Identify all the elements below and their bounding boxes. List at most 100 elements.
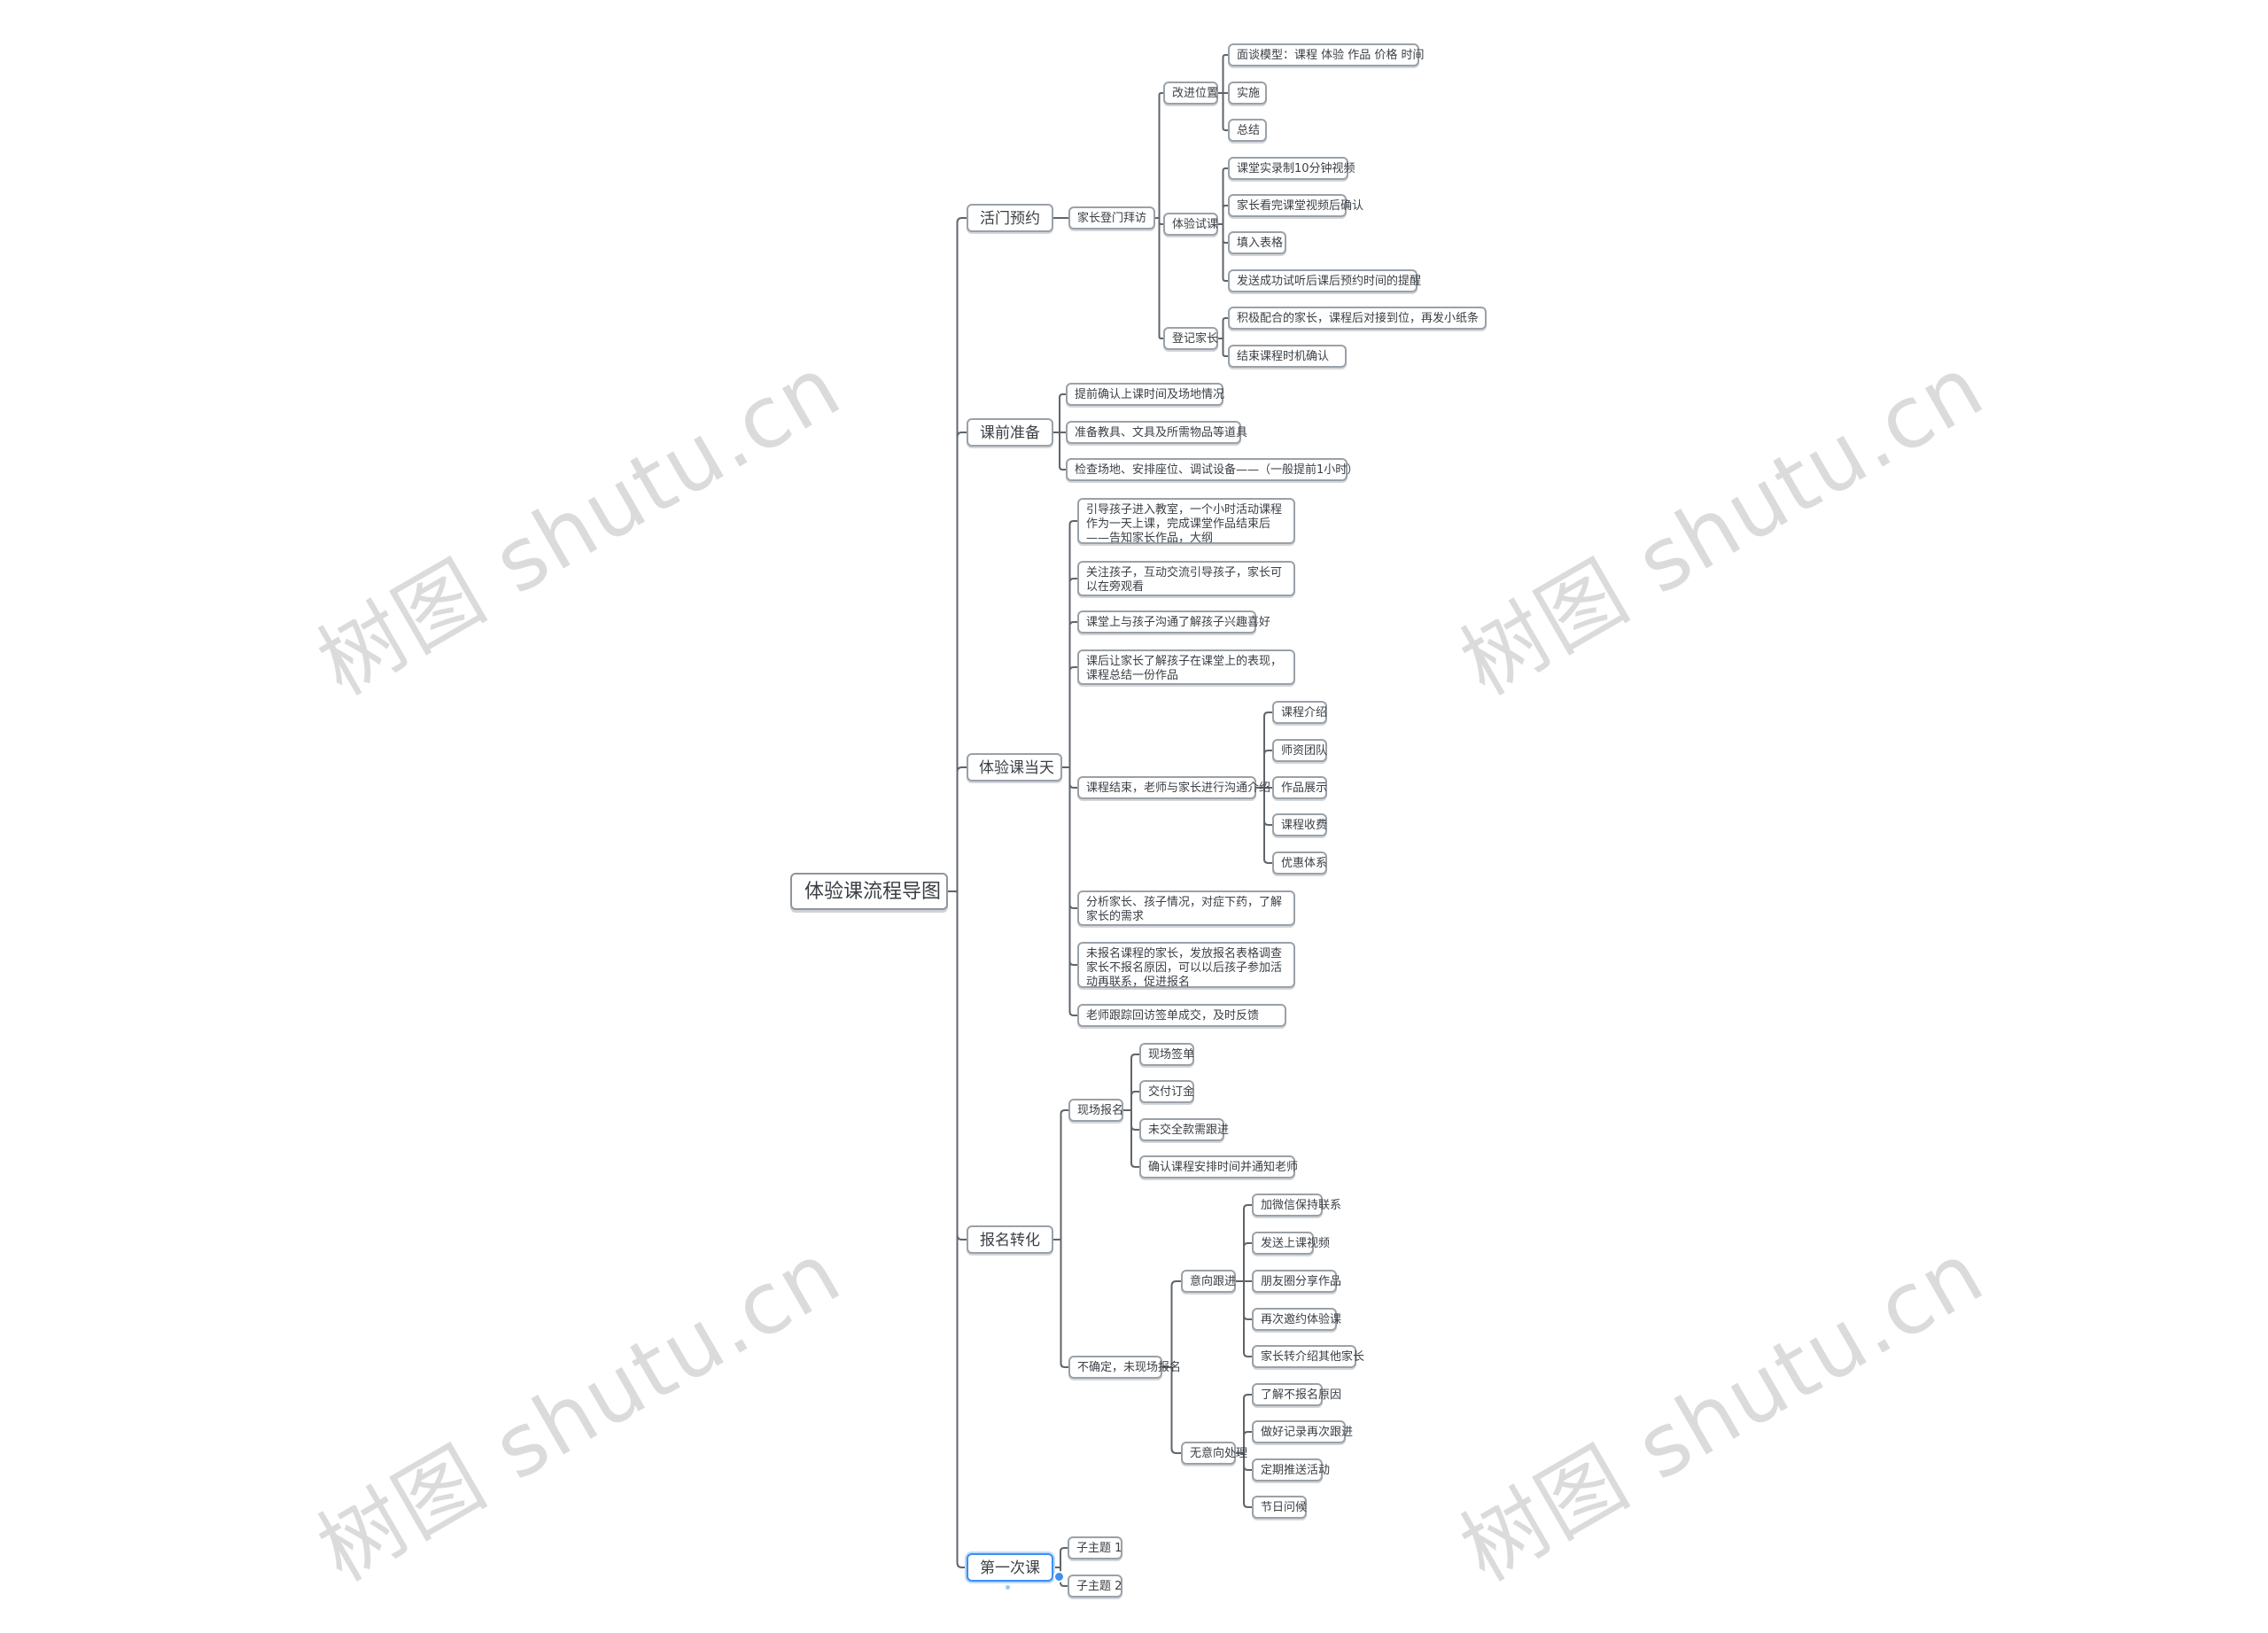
connector-line [1155,217,1163,225]
leaf-topic[interactable]: 朋友圈分享作品 [1252,1270,1341,1293]
root-topic[interactable]: 体验课流程导图 [790,873,948,910]
connector-line [1236,1280,1252,1320]
connector-line [1218,223,1228,244]
connector-line [1062,766,1077,789]
leaf-topic[interactable]: 优惠体系 [1272,851,1327,875]
subtopic[interactable]: 体验试课 [1163,213,1218,236]
connector-line [1236,1452,1252,1508]
watermark-text: 树图 shutu.cn [1445,336,2000,715]
watermark-text: 树图 shutu.cn [302,1222,858,1601]
connector-line [1062,766,1077,909]
leaf-topic[interactable]: 分析家长、孩子情况，对症下药，了解家长的需求 [1077,890,1295,926]
leaf-topic[interactable]: 实施 [1228,82,1267,105]
leaf-topic[interactable]: 师资团队 [1272,739,1327,762]
leaf-topic[interactable]: 未交全款需跟进 [1139,1118,1229,1141]
connector-line [1062,766,1077,966]
branch-topic[interactable]: 课前准备 [967,418,1053,447]
leaf-topic[interactable]: 课堂实录制10分钟视频 [1228,157,1355,180]
connector-line [1256,787,1272,864]
subtopic[interactable]: 现场报名 [1068,1099,1123,1122]
subtopic[interactable]: 意向跟进 [1181,1270,1236,1293]
subtopic[interactable]: 无意向处理 [1181,1442,1247,1465]
connector-line [1053,432,1066,470]
connector-line [1162,1280,1181,1368]
leaf-topic[interactable]: 节日问候 [1252,1496,1307,1519]
leaf-topic[interactable]: 现场签单 [1139,1043,1194,1066]
leaf-topic[interactable]: 老师跟踪回访签单成交，及时反馈 [1077,1004,1286,1027]
leaf-topic[interactable]: 积极配合的家长，课程后对接到位，再发小纸条 [1228,307,1487,330]
leaf-topic[interactable]: 子主题 1 [1068,1536,1122,1559]
connector-line [1053,1547,1068,1568]
leaf-topic[interactable]: 检查场地、安排座位、调试设备——（一般提前1小时） [1066,458,1358,481]
connector-line [1236,1204,1252,1282]
leaf-topic[interactable]: 作品展示 [1272,776,1327,799]
branch-topic[interactable]: 体验课当天 [967,753,1062,782]
connector-line [948,217,967,892]
watermark-text: 树图 shutu.cn [302,336,858,715]
connector-line [1218,223,1228,282]
connector-line [1218,167,1228,225]
connector-line [1062,520,1077,768]
leaf-topic[interactable]: 课堂上与孩子沟通了解孩子兴趣喜好 [1077,610,1270,634]
connector-line [1162,1366,1181,1454]
branch-topic-selected[interactable]: 第一次课 [967,1553,1053,1582]
subtopic[interactable]: 不确定，未现场报名 [1068,1356,1181,1379]
leaf-topic[interactable]: 总结 [1228,119,1267,142]
connector-line [1062,621,1077,768]
leaf-topic[interactable]: 课后让家长了解孩子在课堂上的表现，课程总结一份作品 [1077,649,1295,685]
connector-line [1218,205,1228,225]
leaf-topic[interactable]: 了解不报名原因 [1252,1383,1341,1406]
leaf-topic[interactable]: 结束课程时机确认 [1228,345,1347,368]
leaf-topic[interactable]: 发送成功试听后课后预约时间的提醒 [1228,269,1421,292]
subtopic[interactable]: 课程结束，老师与家长进行沟通介绍 [1077,776,1270,799]
connector-line [1053,393,1066,433]
leaf-topic[interactable]: 发送上课视频 [1252,1232,1330,1255]
resize-handle[interactable] [1006,1585,1010,1590]
subtopic[interactable]: 家长登门拜访 [1068,206,1155,229]
connector-line [1236,1280,1252,1357]
connector-line [948,890,967,1568]
leaf-topic[interactable]: 家长转介绍其他家长 [1252,1345,1364,1368]
connector-line [1123,1091,1139,1111]
connector-line [1155,217,1163,339]
leaf-topic[interactable]: 引导孩子进入教室，一个小时活动课程作为一天上课，完成课堂作品结束后——告知家长作… [1077,498,1295,545]
connector-line [1236,1394,1252,1454]
leaf-topic[interactable]: 准备教具、文具及所需物品等道具 [1066,421,1247,444]
leaf-topic[interactable]: 加微信保持联系 [1252,1194,1341,1217]
connector-line [1218,317,1228,339]
leaf-topic[interactable]: 家长看完课堂视频后确认 [1228,194,1363,217]
leaf-topic[interactable]: 未报名课程的家长，发放报名表格调查家长不报名原因，可以以后孩子参加活动再联系，促… [1077,942,1295,989]
leaf-topic[interactable]: 填入表格 [1228,231,1286,254]
leaf-topic[interactable]: 做好记录再次跟进 [1252,1420,1353,1443]
leaf-topic[interactable]: 交付订金 [1139,1080,1194,1103]
connector-line [1062,766,1077,1016]
connector-line [1062,578,1077,768]
connector-line [1053,1109,1068,1240]
connector-line [1123,1109,1139,1168]
leaf-topic[interactable]: 课程收费 [1272,813,1327,836]
branch-topic[interactable]: 报名转化 [967,1225,1053,1254]
connector-line [1256,712,1272,789]
subtopic[interactable]: 登记家长 [1163,327,1218,350]
add-topic-handle[interactable] [1053,1571,1065,1582]
connector-line [1123,1054,1139,1111]
connector-line [1123,1109,1139,1131]
connector-line [948,766,967,892]
subtopic[interactable]: 改进位置 [1163,82,1218,105]
leaf-topic[interactable]: 关注孩子，互动交流引导孩子，家长可以在旁观看 [1077,561,1295,596]
leaf-topic[interactable]: 面谈模型：课程 体验 作品 价格 时间 [1228,43,1425,66]
leaf-topic[interactable]: 子主题 2 [1068,1575,1122,1598]
leaf-topic[interactable]: 确认课程安排时间并通知老师 [1139,1155,1298,1178]
leaf-topic[interactable]: 定期推送活动 [1252,1458,1330,1481]
connector-line [948,890,967,1240]
leaf-topic[interactable]: 课程介绍 [1272,701,1327,724]
connector-line [1053,1239,1068,1368]
connector-line [1218,338,1228,357]
connector-line [1218,92,1228,131]
connector-line [1155,92,1163,219]
leaf-topic[interactable]: 再次邀约体验课 [1252,1308,1341,1331]
leaf-topic[interactable]: 提前确认上课时间及场地情况 [1066,383,1224,406]
connector-line [1236,1242,1252,1282]
branch-topic[interactable]: 活门预约 [967,204,1053,232]
